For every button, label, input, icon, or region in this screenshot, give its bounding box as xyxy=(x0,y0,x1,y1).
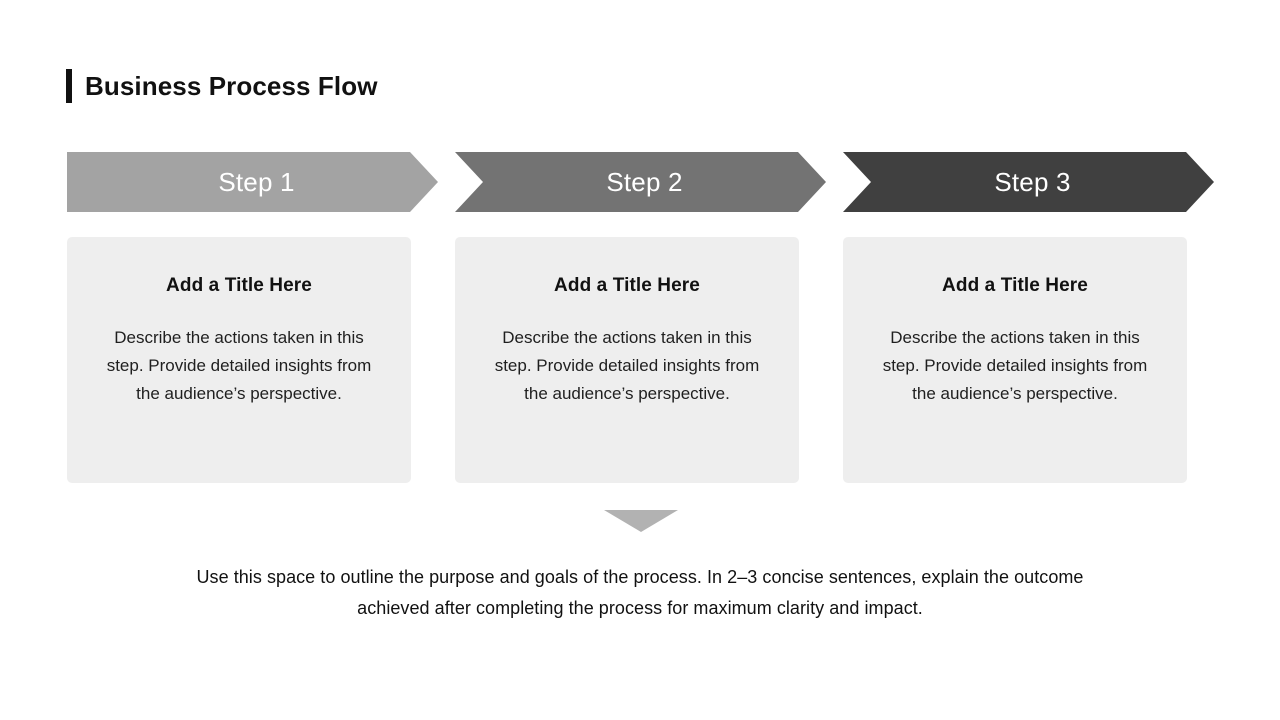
step-card-2[interactable]: Add a Title Here Describe the actions ta… xyxy=(455,237,799,483)
step-arrow-1[interactable]: Step 1 xyxy=(67,152,438,212)
step-card-body-2: Describe the actions taken in this step.… xyxy=(494,327,760,403)
step-arrow-label-1: Step 1 xyxy=(218,167,295,197)
down-triangle-icon xyxy=(604,510,678,532)
title-accent-bar xyxy=(66,69,72,103)
page-title-row: Business Process Flow xyxy=(66,66,378,106)
page-title: Business Process Flow xyxy=(85,71,378,101)
step-card-3[interactable]: Add a Title Here Describe the actions ta… xyxy=(843,237,1187,483)
step-card-title-2: Add a Title Here xyxy=(554,275,700,296)
step-arrow-label-2: Step 2 xyxy=(606,167,683,197)
process-arrow-band: Step 1 Step 2 Step 3 xyxy=(0,152,1280,212)
step-card-1[interactable]: Add a Title Here Describe the actions ta… xyxy=(67,237,411,483)
step-arrow-2[interactable]: Step 2 xyxy=(455,152,826,212)
step-arrow-label-3: Step 3 xyxy=(994,167,1071,197)
step-card-title-3: Add a Title Here xyxy=(942,275,1088,296)
step-cards-row: Add a Title Here Describe the actions ta… xyxy=(0,237,1280,483)
step-card-body-3: Describe the actions taken in this step.… xyxy=(882,327,1148,403)
step-card-title-1: Add a Title Here xyxy=(166,275,312,296)
footer-summary-text: Use this space to outline the purpose an… xyxy=(196,567,1084,618)
step-arrow-3[interactable]: Step 3 xyxy=(843,152,1214,212)
step-card-body-1: Describe the actions taken in this step.… xyxy=(106,327,372,403)
